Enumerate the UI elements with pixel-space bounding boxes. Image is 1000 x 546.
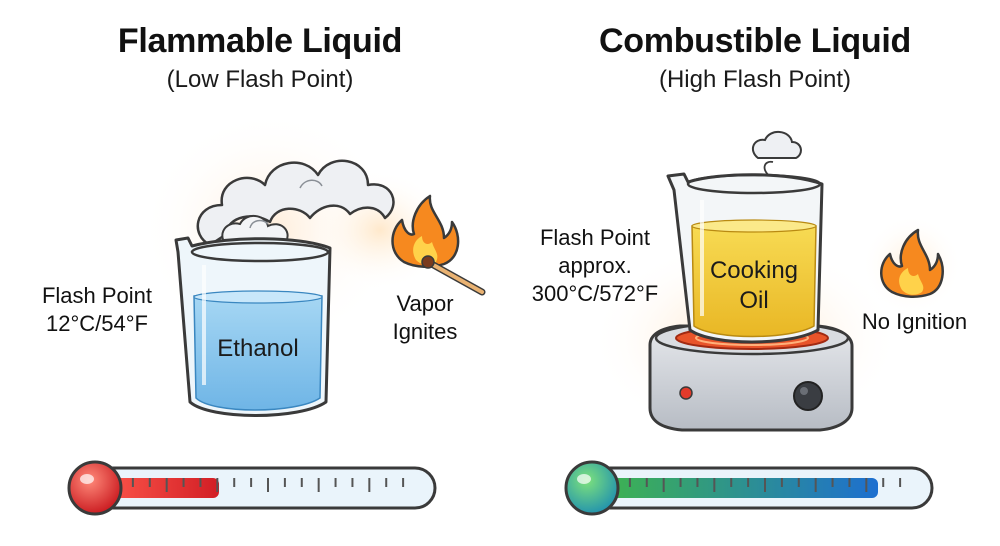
small-steam-icon bbox=[751, 131, 802, 179]
cooking-oil-label: Cooking Oil bbox=[694, 256, 814, 316]
right-subtitle: (High Flash Point) bbox=[658, 66, 852, 93]
oil-beaker bbox=[666, 172, 824, 344]
no-ignition-label: No Ignition bbox=[861, 309, 968, 334]
vapor-note-line-1: Vapor bbox=[396, 291, 454, 316]
flash-point-caption: Flash Point bbox=[539, 225, 651, 250]
ethanol-label: Ethanol bbox=[217, 335, 299, 362]
vapor-note-line-2: Ignites bbox=[392, 319, 458, 344]
right-title: Combustible Liquid bbox=[599, 22, 911, 60]
left-flash-point-label: Flash Point 12°C/54°F bbox=[22, 282, 172, 338]
flash-point-caption: Flash Point bbox=[41, 283, 153, 308]
ethanol-beaker bbox=[174, 236, 332, 417]
flame-no-ignition-icon bbox=[880, 228, 944, 298]
match-stick-icon bbox=[421, 255, 486, 296]
left-subtitle: (Low Flash Point) bbox=[166, 66, 354, 93]
thermometer-right bbox=[564, 460, 934, 516]
left-title: Flammable Liquid bbox=[117, 22, 403, 60]
vapor-ignites-label: Vapor Ignites bbox=[370, 290, 480, 346]
flash-point-approx: approx. bbox=[558, 253, 632, 278]
liquid-name-line-1: Cooking bbox=[709, 257, 799, 284]
liquid-name-line-2: Oil bbox=[739, 287, 769, 314]
flash-point-value: 12°C/54°F bbox=[46, 311, 148, 336]
right-flash-point-label: Flash Point approx. 300°C/572°F bbox=[520, 224, 670, 308]
flash-point-value: 300°C/572°F bbox=[531, 281, 659, 306]
thermometer-left bbox=[67, 460, 437, 516]
